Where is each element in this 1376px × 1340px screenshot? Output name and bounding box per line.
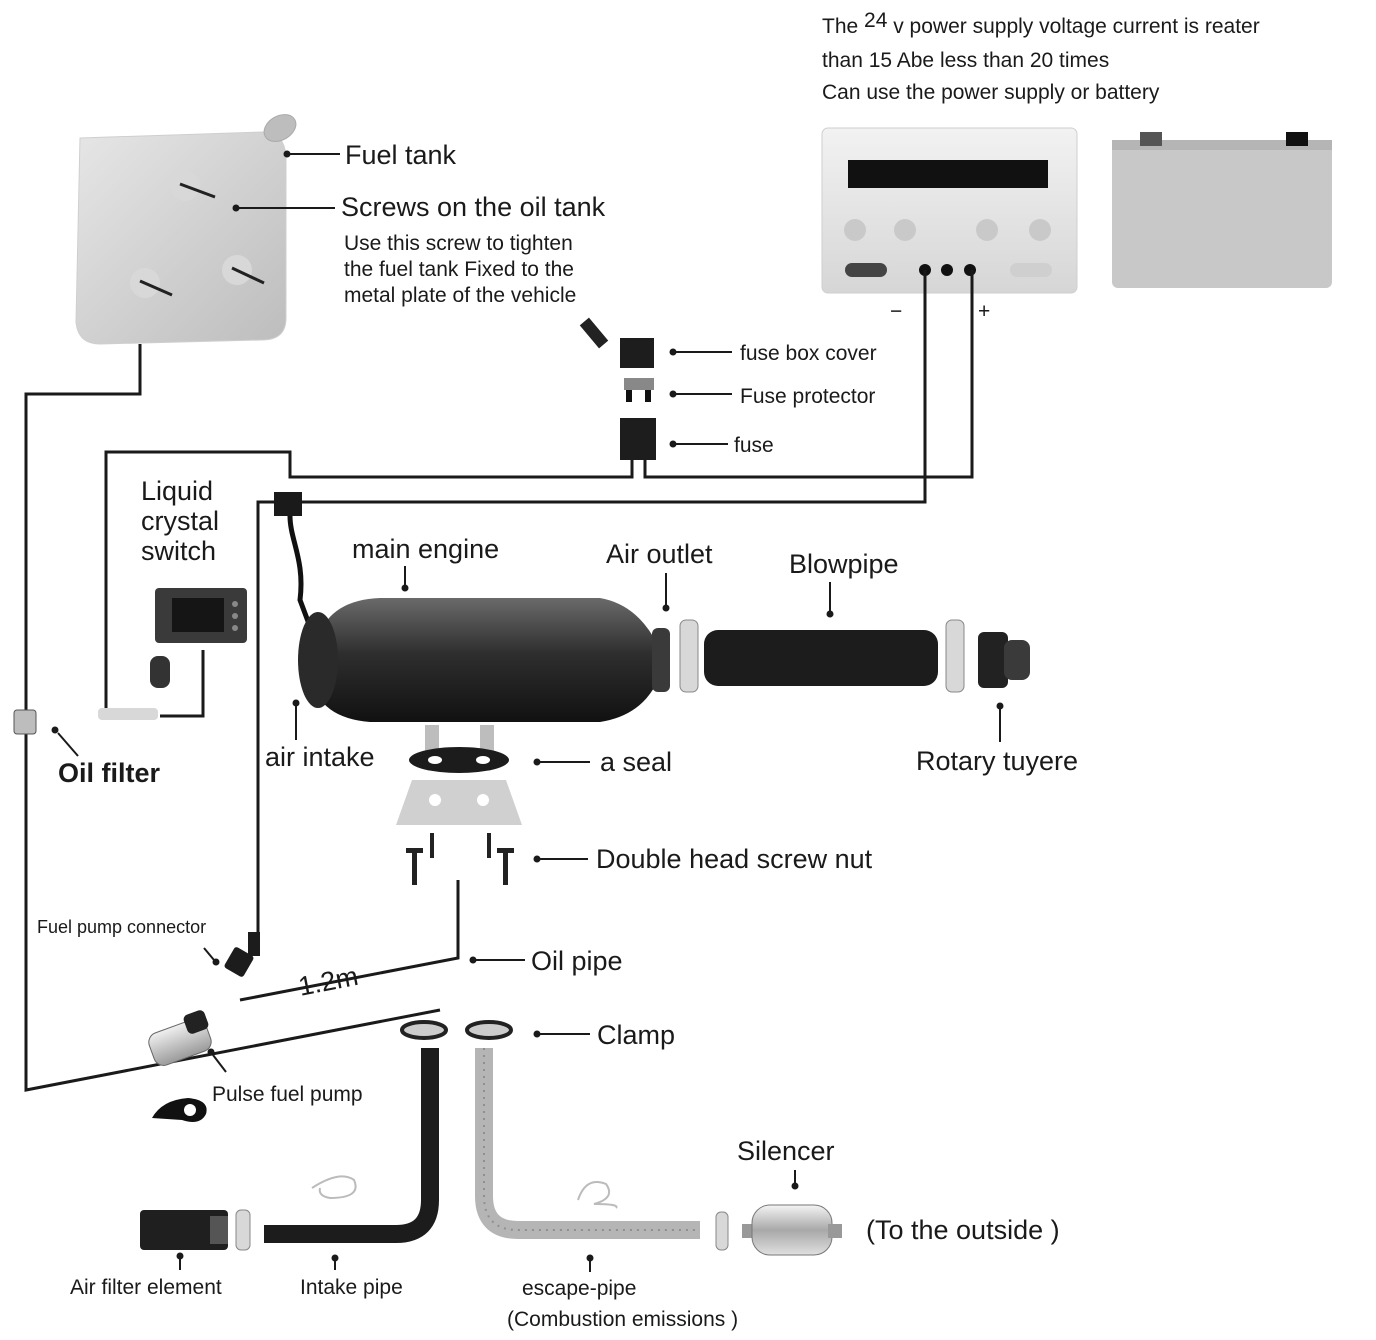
svg-text:The 24 v power supply voltage: The 24 v power supply voltage current is… — [822, 9, 1260, 38]
label-seal: a seal — [600, 747, 672, 777]
label-intake-pipe: Intake pipe — [300, 1276, 403, 1299]
label-blowpipe: Blowpipe — [789, 549, 899, 579]
label-air-outlet: Air outlet — [606, 539, 713, 569]
note-line2: than 15 Abe less than 20 times — [822, 49, 1109, 72]
label-fuel-pump-connector: Fuel pump connector — [37, 917, 206, 937]
label-oil-pipe: Oil pipe — [531, 946, 623, 976]
double-head-screws — [406, 833, 514, 885]
silencer — [742, 1204, 842, 1256]
note-line3: Can use the power supply or battery — [822, 81, 1160, 104]
pulse-fuel-pump — [148, 1010, 212, 1122]
tank-screw-icon — [130, 171, 265, 298]
label-clamp: Clamp — [597, 1020, 675, 1050]
fuse-assembly — [579, 317, 656, 460]
lcd-switch — [98, 588, 247, 720]
label-main-engine: main engine — [352, 534, 499, 564]
blowpipe-assembly — [679, 619, 1030, 693]
seal-and-plate — [396, 747, 522, 825]
label-screws: Screws on the oil tank — [341, 192, 606, 222]
main-engine — [298, 598, 670, 755]
label-air-filter: Air filter element — [70, 1276, 222, 1299]
label-lcd-2: crystal — [141, 506, 219, 536]
power-supply-unit: − + — [821, 127, 1078, 323]
label-rotary-tuyere: Rotary tuyere — [916, 746, 1078, 776]
plus-sign: + — [978, 300, 990, 323]
fuel-tank — [75, 114, 297, 345]
label-air-intake: air intake — [265, 742, 375, 772]
label-double-head: Double head screw nut — [596, 844, 873, 874]
label-screw-note-3: metal plate of the vehicle — [344, 284, 576, 307]
power-supply-note: The 24 v power supply voltage current is… — [822, 9, 1260, 104]
label-pipe-length: 1.2m — [296, 961, 361, 1002]
battery — [1112, 132, 1332, 288]
intake-pipe — [140, 1048, 439, 1251]
label-oil-filter: Oil filter — [58, 758, 161, 788]
label-screw-note-2: the fuel tank Fixed to the — [344, 258, 574, 281]
fuel-pump-connector — [224, 932, 260, 977]
note-line1-pre: The — [822, 15, 864, 38]
label-to-outside: (To the outside ) — [866, 1215, 1060, 1245]
escape-pipe — [475, 1048, 729, 1251]
label-fuse: fuse — [734, 434, 774, 457]
label-fuel-tank: Fuel tank — [345, 140, 457, 170]
label-combustion: (Combustion emissions ) — [507, 1308, 738, 1331]
label-lcd-3: switch — [141, 536, 216, 566]
label-screw-note-1: Use this screw to tighten — [344, 232, 573, 255]
minus-sign: − — [890, 300, 902, 323]
label-fuse-protector: Fuse protector — [740, 385, 875, 408]
clamps — [400, 1020, 513, 1040]
label-lcd-1: Liquid — [141, 476, 213, 506]
label-silencer: Silencer — [737, 1136, 835, 1166]
label-pulse-pump: Pulse fuel pump — [212, 1083, 363, 1106]
connector-block — [274, 492, 302, 516]
note-voltage: 24 — [864, 9, 888, 32]
label-escape-pipe: escape-pipe — [522, 1277, 636, 1300]
oil-filter — [13, 709, 37, 735]
wiring — [24, 270, 974, 1092]
note-line1-post: v power supply voltage current is reater — [887, 15, 1259, 38]
label-fuse-box-cover: fuse box cover — [740, 342, 877, 365]
